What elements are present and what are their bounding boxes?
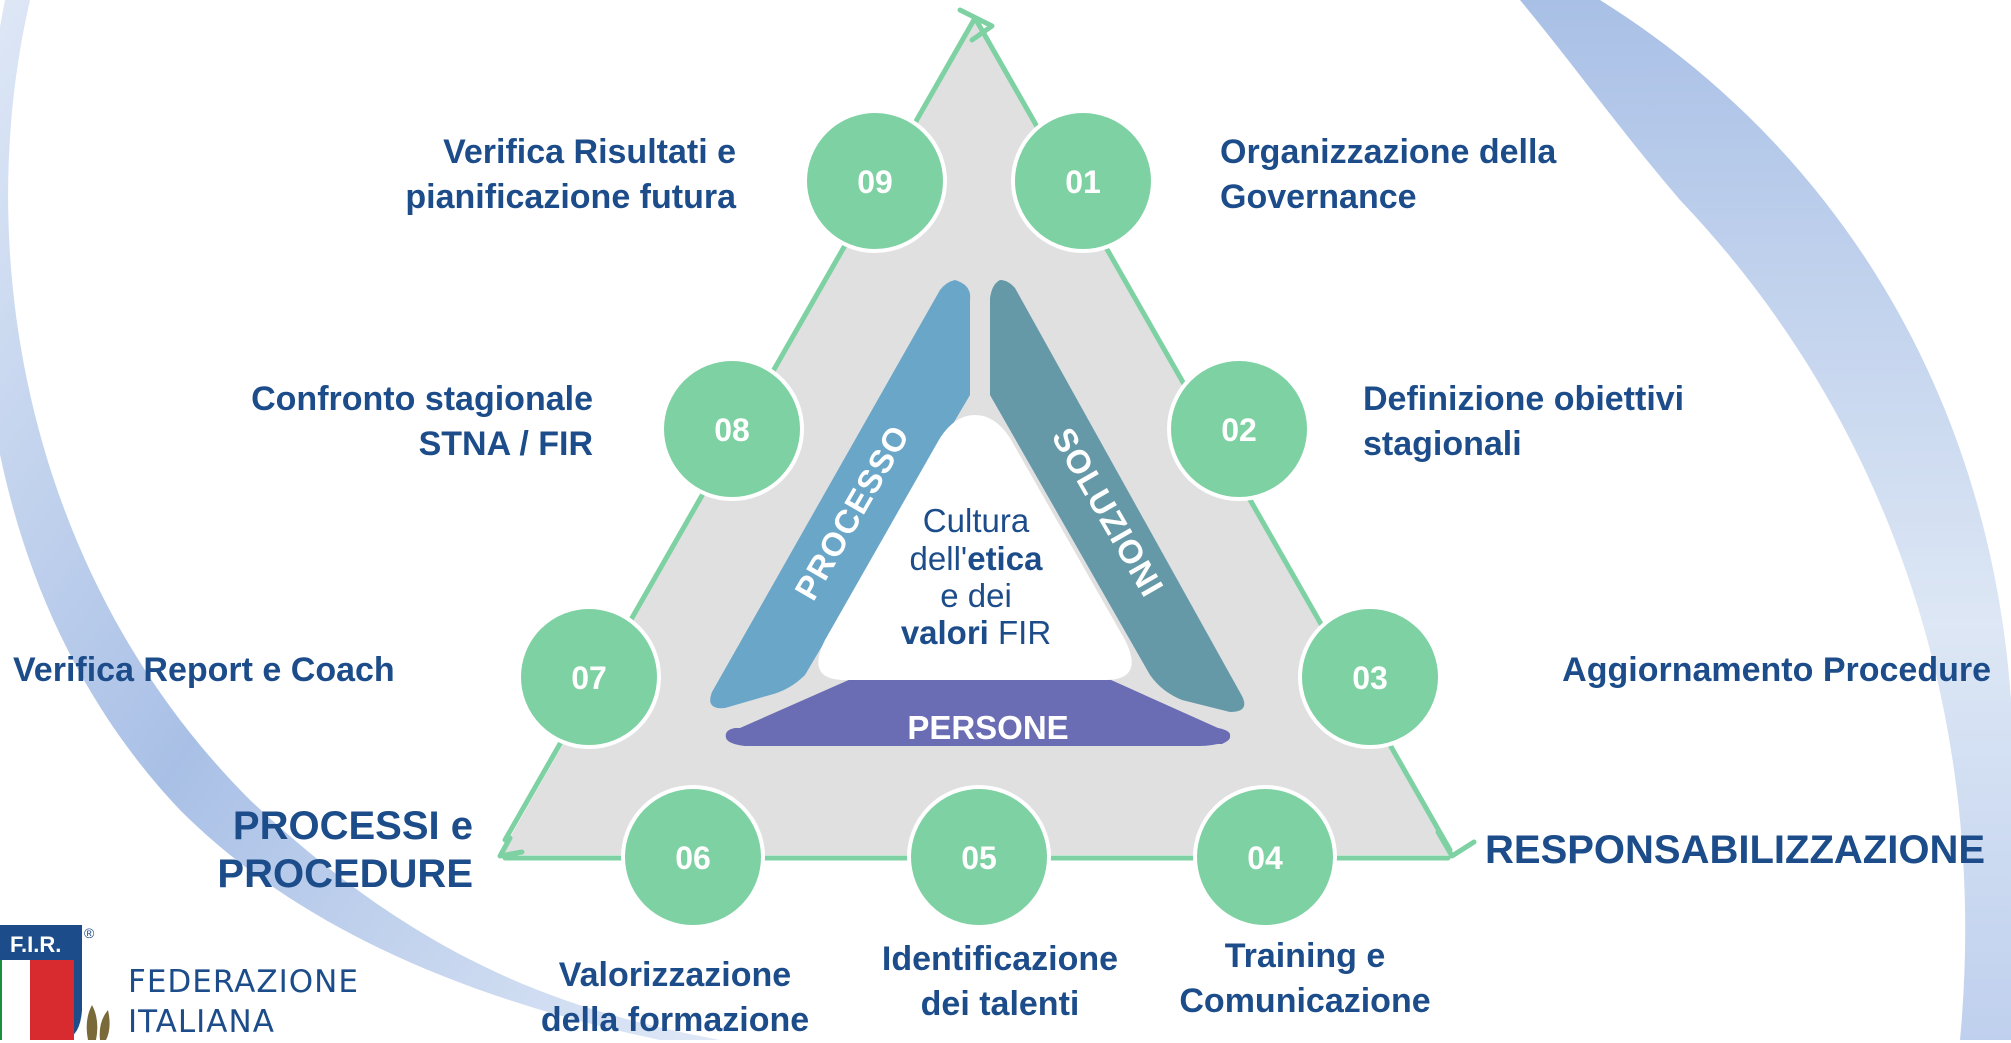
step-05-label-line-2: dei talenti <box>920 985 1080 1023</box>
step-circle <box>1298 605 1442 749</box>
step-02: 02 <box>1167 357 1311 501</box>
step-09-label: Verifica Risultati e pianificazione futu… <box>405 130 736 220</box>
step-circle <box>1011 109 1155 253</box>
corner-left-line-1: PROCESSI e <box>232 804 473 848</box>
step-04-label-line-2: Comunicazione <box>1179 982 1431 1020</box>
step-number: 03 <box>1352 660 1388 696</box>
step-circle <box>1167 357 1311 501</box>
step-05: 05 <box>907 785 1051 929</box>
logo-registered-mark: ® <box>84 925 95 941</box>
step-09-label-line-1: Verifica Risultati e <box>443 133 736 171</box>
center-line-1: Cultura <box>923 502 1030 539</box>
step-number: 06 <box>675 840 711 876</box>
center-text: Cultura dell'etica e dei valori FIR <box>901 502 1051 651</box>
step-02-label-line-2: stagionali <box>1363 425 1522 463</box>
center-triangle <box>818 415 1132 680</box>
step-02-label: Definizione obiettivi stagionali <box>1363 377 1684 467</box>
processo-band <box>710 280 971 709</box>
arrowhead-left <box>497 835 525 859</box>
step-08: 08 <box>660 357 804 501</box>
step-06-label: Valorizzazione della formazione <box>500 953 850 1043</box>
step-number: 04 <box>1247 840 1283 876</box>
background-swoosh-left <box>0 0 720 1040</box>
step-01: 01 <box>1011 109 1155 253</box>
step-circle <box>621 785 765 929</box>
logo-text-line-2: ITALIANA <box>128 1004 275 1040</box>
step-07-label: Verifica Report e Coach <box>13 648 395 693</box>
step-05-label: Identificazione dei talenti <box>820 937 1180 1027</box>
step-04-label: Training e Comunicazione <box>1130 934 1480 1024</box>
step-01-label: Organizzazione della Governance <box>1220 130 1556 220</box>
step-circle <box>517 605 661 749</box>
step-06-label-line-2: della formazione <box>540 1001 810 1039</box>
arrowhead-right <box>1435 829 1477 859</box>
background-swoosh-right <box>1520 0 2011 1040</box>
step-number: 05 <box>961 840 997 876</box>
step-number: 01 <box>1065 164 1101 200</box>
corner-label-left: PROCESSI e PROCEDURE <box>217 802 473 898</box>
corner-left-line-2: PROCEDURE <box>217 852 473 896</box>
step-08-label-line-2: STNA / FIR <box>418 425 593 463</box>
step-circle <box>1193 785 1337 929</box>
corner-label-right: RESPONSABILIZZAZIONE <box>1485 826 1985 874</box>
step-number: 08 <box>714 412 750 448</box>
arrowhead-top <box>957 7 995 43</box>
step-number: 07 <box>571 660 607 696</box>
logo-flag-green <box>0 960 2 1040</box>
center-line-2: dell'etica <box>910 540 1044 577</box>
step-circle <box>907 785 1051 929</box>
fir-logo: F.I.R. ® <box>0 925 110 1040</box>
step-06: 06 <box>621 785 765 929</box>
center-line-3: e dei <box>940 577 1012 614</box>
persone-label: PERSONE <box>907 709 1068 746</box>
logo-laurel <box>86 1005 110 1040</box>
logo-flag-white <box>0 960 30 1040</box>
logo-text-line-1: FEDERAZIONE <box>128 964 359 1000</box>
step-03-label-line-1: Aggiornamento Procedure <box>1562 651 1991 689</box>
step-number: 09 <box>857 164 893 200</box>
step-09: 09 <box>803 109 947 253</box>
step-03-label: Aggiornamento Procedure <box>1562 648 1991 693</box>
logo-text: FEDERAZIONE ITALIANA <box>128 962 359 1042</box>
step-04-label-line-1: Training e <box>1224 937 1386 975</box>
corner-right-line: RESPONSABILIZZAZIONE <box>1485 828 1986 872</box>
step-circle <box>803 109 947 253</box>
soluzioni-band <box>990 280 1245 712</box>
logo-flag-red <box>30 960 74 1040</box>
step-01-label-line-2: Governance <box>1220 178 1417 216</box>
step-04: 04 <box>1193 785 1337 929</box>
step-03: 03 <box>1298 605 1442 749</box>
step-08-label-line-1: Confronto stagionale <box>251 380 593 418</box>
persone-band-body <box>728 675 1231 744</box>
center-line-4: valori FIR <box>901 614 1051 651</box>
step-number: 02 <box>1221 412 1257 448</box>
step-circle <box>660 357 804 501</box>
logo-badge-text: F.I.R. <box>10 932 61 957</box>
step-07: 07 <box>517 605 661 749</box>
step-09-label-line-2: pianificazione futura <box>405 178 736 216</box>
step-01-label-line-1: Organizzazione della <box>1220 133 1557 171</box>
step-07-label-line-1: Verifica Report e Coach <box>13 651 395 689</box>
step-08-label: Confronto stagionale STNA / FIR <box>251 377 593 467</box>
step-06-label-line-1: Valorizzazione <box>558 956 792 994</box>
step-05-label-line-1: Identificazione <box>881 940 1119 978</box>
step-02-label-line-1: Definizione obiettivi <box>1363 380 1685 418</box>
